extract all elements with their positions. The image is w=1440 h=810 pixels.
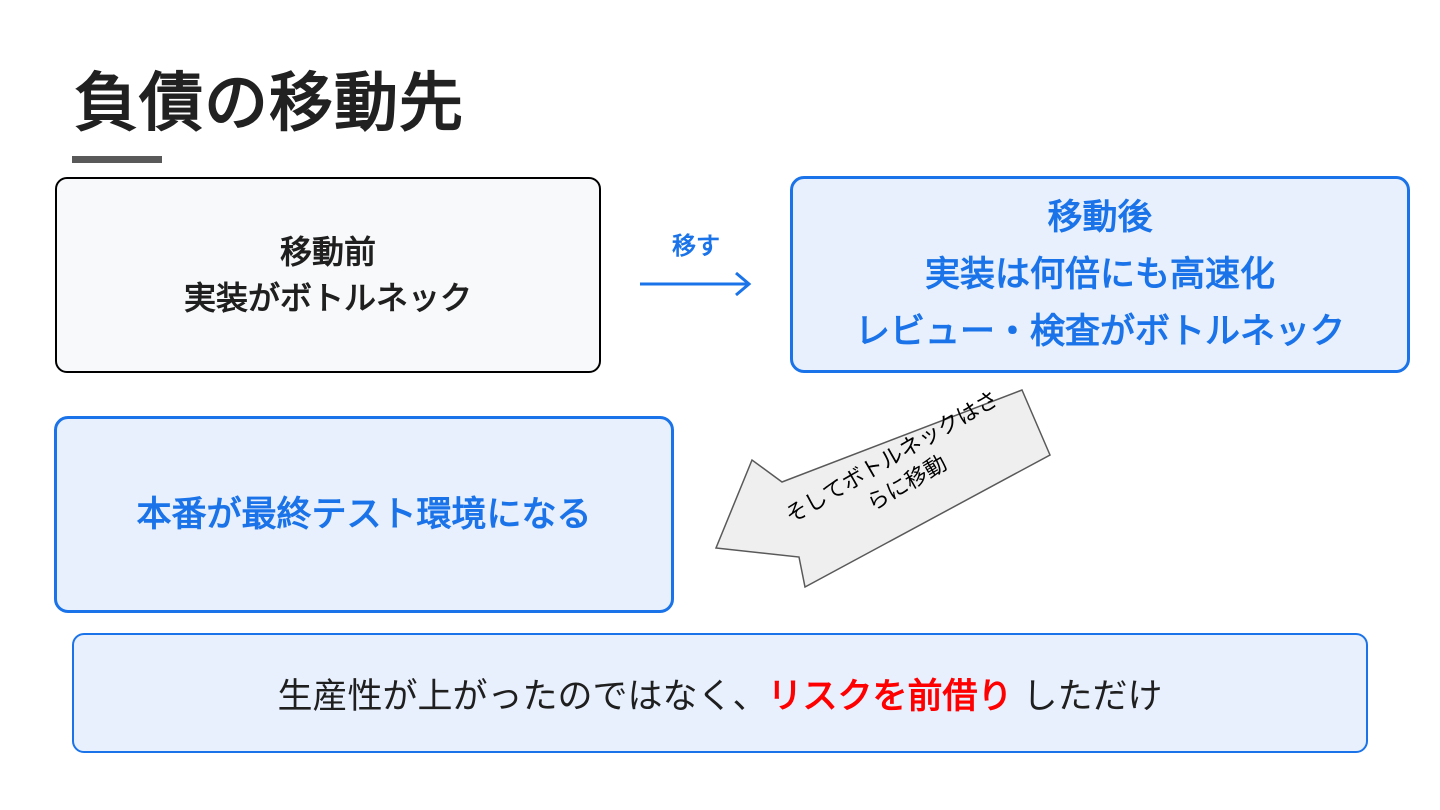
after-box-bottleneck: レビュー・検査がボトルネック [854,312,1345,352]
move-arrow-label: 移す [672,232,720,260]
summary-emphasis: リスクを前借り [767,676,1013,717]
slide-title: 負債の移動先 [74,67,464,141]
before-box-description: 実装がボトルネック [183,279,472,317]
production-box: 本番が最終テスト環境になる [54,416,674,613]
left-arrow-icon [714,389,1051,589]
production-box-text: 本番が最終テスト環境になる [136,494,592,535]
summary-box: 生産性が上がったのではなく、 リスクを前借り しただけ [72,633,1368,753]
summary-prefix: 生産性が上がったのではなく、 [277,676,768,717]
right-arrow-icon [640,271,752,297]
after-box-heading: 移動後 [1047,198,1153,238]
before-box: 移動前 実装がボトルネック [55,177,601,373]
title-underline [72,156,162,163]
after-box-implementation: 実装は何倍にも高速化 [924,255,1275,295]
before-box-heading: 移動前 [279,233,376,271]
after-box: 移動後 実装は何倍にも高速化 レビュー・検査がボトルネック [790,176,1410,373]
summary-suffix: しただけ [1022,676,1163,717]
